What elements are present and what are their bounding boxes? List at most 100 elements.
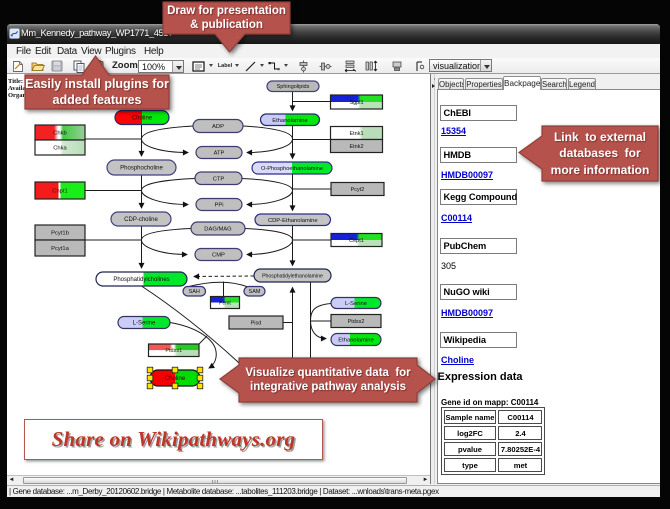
elbow-dropdown-icon[interactable]	[284, 64, 288, 69]
align-middle-icon[interactable]	[319, 59, 332, 73]
edge-sah-sam-arc	[186, 281, 249, 288]
backpage-value-nugo-wiki[interactable]: HMDB00097	[441, 308, 494, 318]
menu-plugins[interactable]: Plugins	[105, 46, 136, 57]
node-chka[interactable]: Chka	[34, 139, 86, 156]
node-sah[interactable]: SAH	[182, 285, 207, 297]
datanode-icon[interactable]	[192, 59, 205, 73]
tab-properties[interactable]: Properties	[465, 77, 503, 89]
node-chpt1[interactable]: Chpt1	[34, 181, 86, 200]
backpage-value-hmdb[interactable]: HMDB00097	[441, 170, 494, 180]
node-cdp-ethanolamine[interactable]: CDP-Ethanolamine	[254, 213, 332, 227]
node-pcyt1a[interactable]: Pcyt1a	[34, 239, 86, 257]
tab-backpage[interactable]: Backpage	[503, 75, 541, 90]
common-size-icon[interactable]	[391, 59, 402, 73]
node-phosphatidylcholines[interactable]: Phosphatidylcholines	[95, 271, 188, 287]
label-icon[interactable]: Label	[217, 63, 233, 69]
node-atp[interactable]: ATP	[195, 145, 243, 160]
node-label: Ptdss1	[165, 348, 182, 354]
node-sgpl1[interactable]: Sgpl1	[329, 94, 384, 110]
line-dropdown-icon[interactable]	[260, 64, 264, 69]
node-ethanolamine-bottom[interactable]: Ethanolamine	[330, 332, 382, 347]
menu-edit[interactable]: Edit	[35, 46, 52, 57]
title-bar[interactable]: Mm_Kennedy_pathway_WP1771_45176.gpml	[7, 24, 660, 44]
expression-table-cell: met	[498, 458, 543, 472]
scroll-left-icon[interactable]: ◄	[8, 476, 15, 483]
node-etnk2[interactable]: Etnk2	[329, 138, 384, 154]
visualization-value: visualization	[433, 60, 483, 71]
visualization-combobox[interactable]: visualization	[429, 58, 492, 72]
node-ptdss1[interactable]: Ptdss1	[147, 343, 200, 358]
node-phosphocholine[interactable]: Phosphocholine	[106, 159, 177, 176]
selection-handle[interactable]	[196, 366, 204, 374]
backpage-value-wikipedia[interactable]: Choline	[441, 355, 474, 365]
node-dag-mag[interactable]: DAG/MAG	[190, 221, 246, 236]
menu-view[interactable]: View	[81, 46, 102, 57]
splitter-collapse-right-icon[interactable]	[431, 84, 437, 88]
selection-handle[interactable]	[146, 374, 154, 382]
zoom-combobox[interactable]: 100%	[138, 59, 184, 73]
node-ppi[interactable]: PPi	[195, 197, 243, 212]
new-icon[interactable]	[11, 59, 24, 73]
selection-handle[interactable]	[146, 366, 154, 374]
elbow-icon[interactable]	[268, 59, 280, 73]
edge-arc-adp-atp-right	[242, 125, 294, 156]
callout-install-plugins: Easily install plugins for added feature…	[22, 52, 174, 113]
line-icon[interactable]	[244, 59, 256, 73]
scale-icon[interactable]	[414, 59, 425, 73]
selection-handle[interactable]	[196, 382, 204, 390]
node-l-serine-left[interactable]: L-Serine	[117, 315, 171, 330]
menu-file[interactable]: File	[16, 46, 31, 57]
node-label: Etnk2	[349, 144, 363, 150]
node-chkb[interactable]: Chkb	[34, 124, 86, 141]
node-o-phosphoethanolamine[interactable]: O-Phosphoethanolamine	[251, 161, 333, 175]
menu-help[interactable]: Help	[144, 46, 164, 57]
node-cdp-choline[interactable]: CDP-choline	[110, 211, 172, 227]
align-center-icon[interactable]	[297, 59, 309, 73]
zoom-dropdown-icon[interactable]	[172, 60, 183, 72]
selection-handle[interactable]	[171, 382, 179, 390]
node-pcyt1b[interactable]: Pcyt1b	[34, 224, 86, 241]
save-icon[interactable]	[50, 59, 64, 73]
selection-handle[interactable]	[196, 374, 204, 382]
node-cmp[interactable]: CMP	[194, 247, 243, 262]
node-ctp[interactable]: CTP	[194, 171, 243, 186]
selection-handle[interactable]	[146, 382, 154, 390]
edge-arc-ctp-ppi-right	[241, 178, 294, 208]
node-ethanolamine-top[interactable]: Ethanolamine	[259, 113, 321, 127]
node-pisd[interactable]: Pisd	[228, 315, 284, 330]
node-phosphatidylethanolamine[interactable]: Phosphatidylethanolamine	[253, 268, 332, 283]
copy-icon[interactable]	[72, 59, 86, 73]
backpage-value-kegg-compound[interactable]: C00114	[441, 213, 473, 223]
tab-legend[interactable]: Legend	[568, 77, 596, 89]
backpage-value-chebi[interactable]: 15354	[441, 126, 467, 136]
tab-objects[interactable]: Objects	[438, 77, 464, 89]
node-pcyt2[interactable]: Pcyt2	[330, 181, 385, 197]
node-adp[interactable]: ADP	[192, 118, 244, 134]
zoom-label: Zoom:	[112, 60, 142, 71]
node-pemt[interactable]: Pemt	[209, 295, 241, 310]
node-choline-selected[interactable]: Choline	[146, 366, 204, 390]
datanode-dropdown-icon[interactable]	[209, 64, 213, 69]
stack-horizontal-icon[interactable]	[344, 59, 356, 73]
pathway-info-line: Availability:	[8, 85, 27, 92]
visualization-dropdown-icon[interactable]	[480, 59, 491, 71]
label-dropdown-icon[interactable]	[235, 64, 239, 69]
stack-vertical-icon[interactable]	[365, 59, 378, 73]
scroll-right-icon[interactable]: ►	[422, 476, 429, 483]
node-etnk1[interactable]: Etnk1	[329, 125, 384, 141]
node-ptdss2[interactable]: Ptdss2	[330, 313, 382, 329]
node-choline-top[interactable]: Choline	[114, 109, 170, 126]
node-cept1[interactable]: Cept1	[330, 232, 383, 248]
menu-data[interactable]: Data	[57, 46, 77, 57]
open-icon[interactable]	[30, 59, 45, 73]
tab-search[interactable]: Search	[541, 77, 567, 89]
node-label: Etnk1	[349, 131, 363, 137]
horizontal-scrollbar-thumb[interactable]	[23, 476, 407, 484]
node-l-serine-right[interactable]: L-Serine	[330, 296, 382, 310]
horizontal-scrollbar[interactable]: ◄ ►	[7, 474, 430, 485]
node-sam[interactable]: SAM	[243, 285, 266, 297]
selection-handle[interactable]	[171, 366, 179, 374]
node-sphingolipids[interactable]: Sphingolipids	[266, 80, 320, 93]
